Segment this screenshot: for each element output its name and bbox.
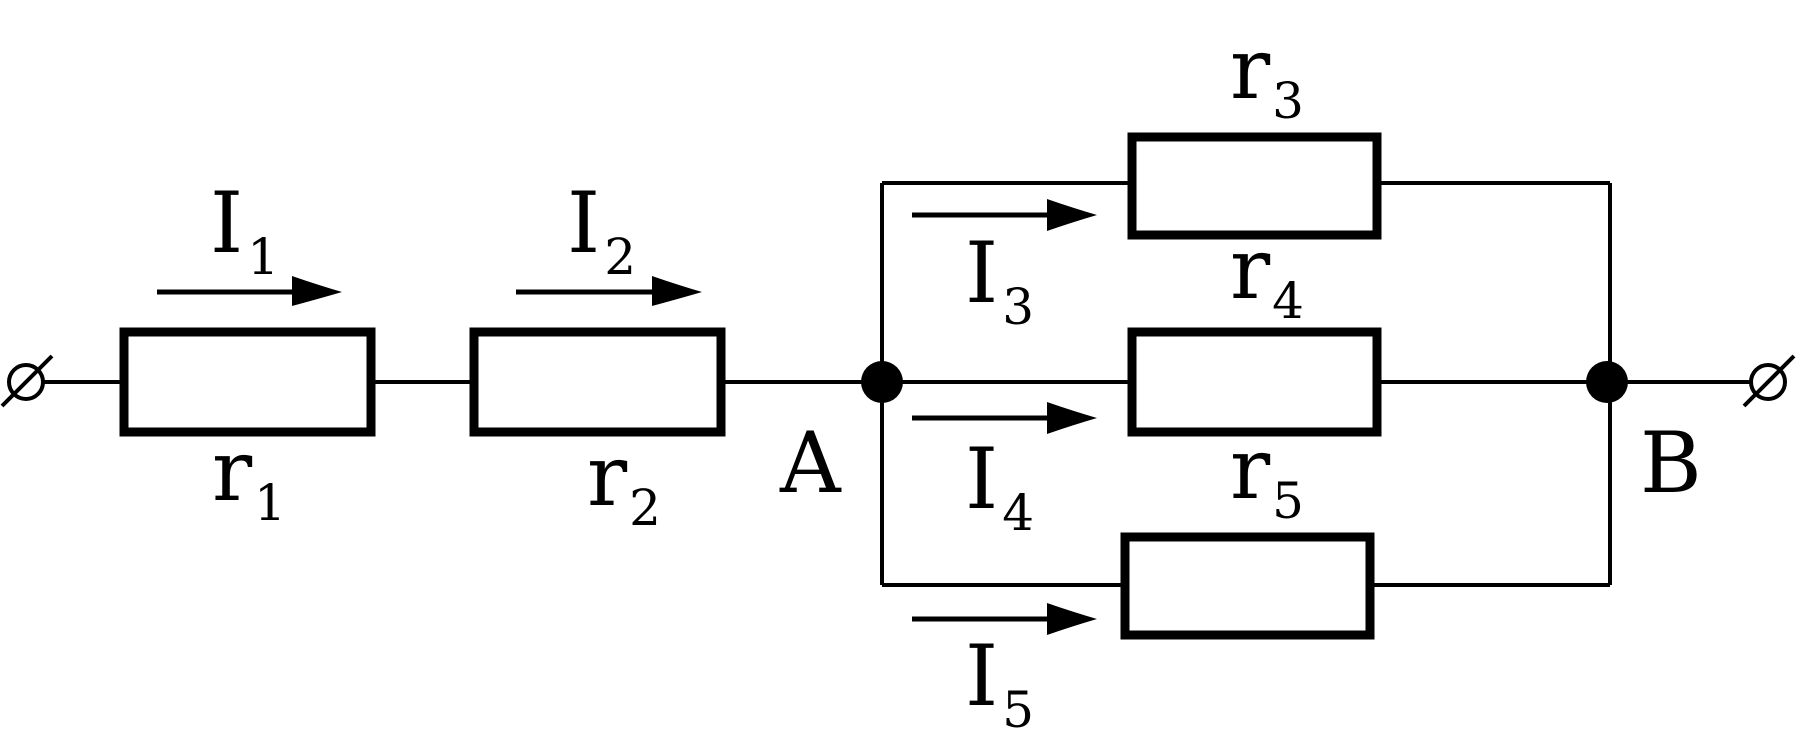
- left-terminal: [0, 354, 54, 408]
- label-node-b: B: [1640, 414, 1702, 512]
- arrow-i2-head: [652, 276, 702, 306]
- label-r4-letter: r: [1230, 220, 1271, 318]
- label-r3: r3: [1230, 20, 1304, 130]
- label-i4: I4: [965, 430, 1034, 542]
- label-i1-index: 1: [247, 228, 279, 286]
- current-arrow-i2: [516, 276, 702, 306]
- current-arrow-i1: [157, 276, 342, 306]
- label-i2-index: 2: [604, 228, 636, 286]
- label-r2: r2: [587, 427, 661, 537]
- label-r5-index: 5: [1272, 472, 1304, 530]
- junction-node-b: [1586, 361, 1628, 403]
- resistor-r1: [119, 327, 376, 437]
- label-r5-letter: r: [1230, 420, 1271, 518]
- label-i3: I3: [965, 224, 1034, 336]
- label-r3-letter: r: [1230, 20, 1271, 118]
- left-terminal-slash: [0, 354, 54, 408]
- current-arrow-i3: [912, 199, 1097, 231]
- arrow-i4-head: [1047, 402, 1097, 434]
- label-r1-letter: r: [212, 422, 253, 520]
- right-terminal: [1742, 354, 1796, 408]
- label-i5-index: 5: [1002, 681, 1034, 739]
- resistor-r4: [1127, 327, 1382, 437]
- label-r4-index: 4: [1272, 272, 1304, 330]
- label-i1: I1: [210, 174, 279, 286]
- label-r5: r5: [1230, 420, 1304, 530]
- label-r4: r4: [1230, 220, 1304, 330]
- resistor-r5: [1120, 532, 1375, 640]
- arrow-i3-head: [1047, 199, 1097, 231]
- resistors: [119, 132, 1382, 640]
- label-r2-letter: r: [587, 427, 628, 525]
- resistor-r3: [1127, 132, 1382, 240]
- resistor-r2: [469, 327, 726, 437]
- label-i5-letter: I: [965, 627, 998, 725]
- label-i2-letter: I: [567, 174, 600, 272]
- current-arrow-i5: [912, 603, 1097, 635]
- wires: [42, 181, 1750, 587]
- right-terminal-slash: [1742, 354, 1796, 408]
- label-r1: r1: [212, 422, 286, 532]
- junction-node-a: [861, 361, 903, 403]
- label-i3-index: 3: [1002, 278, 1034, 336]
- label-i4-index: 4: [1002, 484, 1034, 542]
- current-arrow-i4: [912, 402, 1097, 434]
- label-r1-index: 1: [254, 474, 286, 532]
- arrow-i5-head: [1047, 603, 1097, 635]
- label-r2-index: 2: [629, 479, 661, 537]
- label-i3-letter: I: [965, 224, 998, 322]
- label-r3-index: 3: [1272, 72, 1304, 130]
- label-i5: I5: [965, 627, 1034, 739]
- label-i4-letter: I: [965, 430, 998, 528]
- label-i2: I2: [567, 174, 636, 286]
- arrow-i1-head: [292, 276, 342, 306]
- label-node-a: A: [779, 414, 842, 512]
- label-i1-letter: I: [210, 174, 243, 272]
